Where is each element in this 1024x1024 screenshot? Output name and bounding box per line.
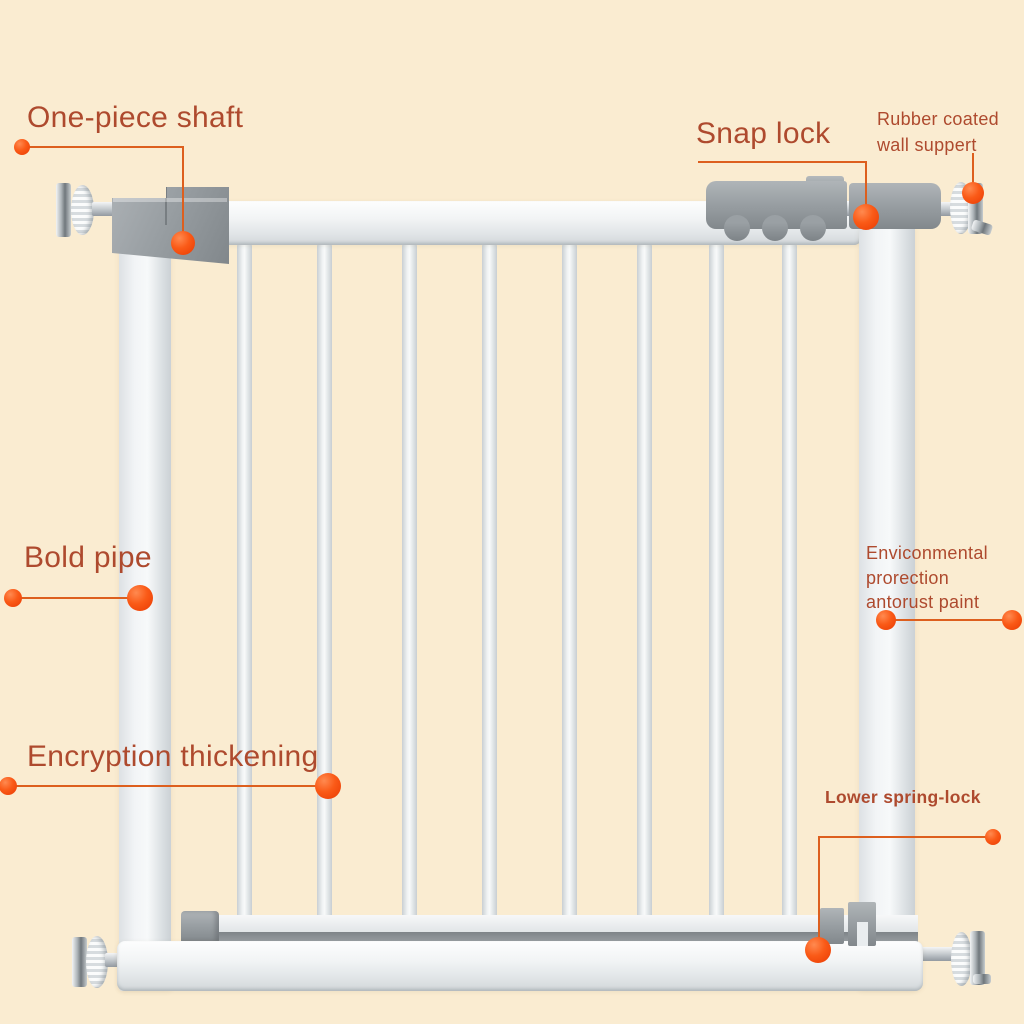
gate-bar <box>562 240 577 926</box>
label-environmental-paint: Enviconmental prorection antorust paint <box>866 541 988 615</box>
label-lower-spring-lock: Lower spring-lock <box>825 787 981 807</box>
label-one-piece-shaft: One-piece shaft <box>27 101 244 134</box>
handle-finger-groove <box>762 215 788 241</box>
callout-dot <box>315 773 341 799</box>
callout-dot <box>876 610 896 630</box>
wall-spindle-plate <box>970 931 985 985</box>
gate-bar <box>402 240 417 926</box>
label-line: Rubber coated <box>877 109 999 129</box>
gate-bottom-shadow-strip <box>181 932 918 943</box>
wall-spindle-plate <box>56 183 71 237</box>
latch-notch <box>857 922 868 946</box>
handle-finger-groove <box>800 215 826 241</box>
callout-dot <box>14 139 30 155</box>
leader-line <box>972 153 974 193</box>
leader-line <box>8 785 328 787</box>
label-line: antorust paint <box>866 592 980 612</box>
callout-dot <box>1002 610 1022 630</box>
label-rubber-coated-wall-support: Rubber coated wall suppert <box>877 106 999 158</box>
handle-finger-groove <box>724 215 750 241</box>
gate-bottom-end-cap <box>181 911 219 942</box>
gate-bar <box>237 240 252 926</box>
callout-dot <box>4 589 22 607</box>
mount-clamp <box>112 187 229 264</box>
leader-line <box>818 836 820 950</box>
lower-latch-hook <box>848 902 876 946</box>
label-line: Enviconmental <box>866 543 988 563</box>
bottom-rail <box>117 941 923 991</box>
clamp-seam <box>165 187 167 225</box>
gate-bar <box>782 240 797 926</box>
gate-bar <box>637 240 652 926</box>
label-line: wall suppert <box>877 135 977 155</box>
callout-dot <box>985 829 1001 845</box>
wall-spindle-rod <box>920 947 956 961</box>
callout-dot <box>805 937 831 963</box>
wall-spindle-foot <box>973 974 991 984</box>
leader-line <box>886 619 1012 621</box>
callout-dot <box>171 231 195 255</box>
label-bold-pipe: Bold pipe <box>24 541 152 574</box>
wall-spindle-knob <box>71 185 94 235</box>
leader-line <box>13 597 140 599</box>
wall-spindle-knob <box>951 932 972 986</box>
callout-dot <box>127 585 153 611</box>
callout-dot <box>962 182 984 204</box>
label-line: prorection <box>866 567 950 588</box>
leader-line <box>22 146 183 148</box>
left-post <box>119 243 171 991</box>
label-encryption-thickening: Encryption thickening <box>27 740 319 773</box>
clamp-highlight <box>113 198 227 202</box>
wall-spindle-plate <box>72 937 87 987</box>
wall-spindle-knob <box>86 936 108 988</box>
gate-bar <box>709 240 724 926</box>
callout-dot <box>0 777 17 795</box>
label-snap-lock: Snap lock <box>696 117 831 150</box>
gate-bar <box>482 240 497 926</box>
gate-bar <box>317 240 332 926</box>
leader-line <box>182 146 184 243</box>
right-post <box>859 226 915 991</box>
leader-line <box>818 836 993 838</box>
snap-lock-handle <box>706 181 847 241</box>
callout-dot <box>853 204 879 230</box>
leader-line <box>698 161 866 163</box>
leader-line <box>865 161 867 217</box>
gate-bottom-rail <box>181 915 918 934</box>
